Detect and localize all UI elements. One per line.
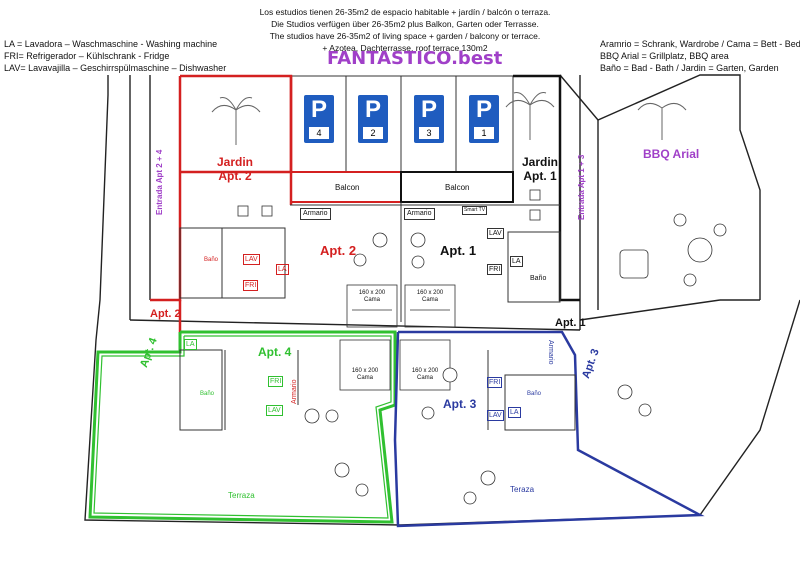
lav-apt4: LAV [266, 405, 283, 416]
entrada-apt24-label: Entrada Apt 2 + 4 [155, 149, 164, 215]
brand-title: FANTASTICO.best [327, 48, 503, 69]
fri-apt1: FRI [487, 264, 503, 275]
balcon-left-label: Balcon [335, 183, 360, 192]
armario-apt3-label: Armario [547, 340, 554, 365]
apt2-side-label: Apt. 2 [150, 308, 181, 320]
header-en: The studios have 26-35m2 of living space… [269, 31, 541, 41]
apt4-label: Apt. 4 [258, 345, 292, 359]
bed-apt2 [346, 284, 398, 328]
bed-word: Cama [356, 375, 373, 381]
apt2-outline [150, 74, 293, 332]
la-apt2: LA [276, 264, 289, 275]
header-es: Los estudios tienen 26-35m2 de espacio h… [259, 7, 551, 17]
bed-size: 160 x 200 [358, 290, 386, 296]
lav-apt1: LAV [487, 228, 504, 239]
bano-apt1: Baño [530, 275, 547, 282]
smart-tv-apt1-label: Smart TV [462, 206, 488, 215]
parking-number: 1 [474, 127, 494, 139]
jardin-apt2-line2: Apt. 2 [218, 169, 252, 183]
balcon-right-label: Balcon [445, 183, 470, 192]
la-apt4: LA [184, 339, 197, 350]
jardin-apt1-line2: Apt. 1 [523, 169, 557, 183]
legend-right-2: BBQ Arial = Grillplatz, BBQ area [600, 51, 729, 61]
bed-word: Cama [416, 375, 433, 381]
parking-letter: P [475, 96, 492, 123]
bed-apt1 [404, 284, 456, 328]
parking-spot-4: P 4 [304, 95, 334, 143]
apt1-outline [400, 74, 580, 302]
entrada-apt13-label: Entrada Apt 1 + 3 [577, 154, 586, 220]
la-apt1: LA [510, 256, 523, 267]
parking-spot-1: P 1 [469, 95, 499, 143]
terraza-apt4-label: Terraza [228, 491, 255, 500]
parking-letter: P [310, 96, 327, 123]
parking-spot-2: P 2 [358, 95, 388, 143]
legend-left-1: LA = Lavadora – Waschmaschine - Washing … [4, 39, 218, 49]
apt1-side-label: Apt. 1 [555, 317, 586, 329]
interior-walls [179, 202, 576, 431]
bed-size: 160 x 200 [416, 290, 444, 296]
la-apt3: LA [508, 407, 521, 418]
bed-apt4 [339, 339, 391, 391]
parking-number: 2 [363, 127, 383, 139]
bbq-label: BBQ Arial [643, 147, 700, 161]
bano-apt2: Baño [204, 257, 219, 263]
bed-apt1-label: 160 x 200 Cama [405, 290, 455, 304]
teraza-apt3-label: Teraza [510, 485, 535, 494]
legend-right-3: Baño = Bad - Bath / Jardin = Garten, Gar… [600, 63, 779, 73]
header-extra: + Azotea, Dachterrasse, roof terrace 130… [322, 43, 488, 53]
jardin-apt2-label: Jardin Apt. 2 [205, 155, 265, 183]
jardin-apt2-line1: Jardin [216, 155, 253, 169]
bed-apt2-label: 160 x 200 Cama [347, 290, 397, 304]
bano-apt4: Baño [200, 391, 215, 397]
lav-apt3: LAV [487, 410, 504, 421]
parking-letter: P [364, 96, 381, 123]
fri-apt4: FRI [268, 376, 284, 387]
parking-number: 3 [419, 127, 439, 139]
bano-apt3: Baño [527, 391, 542, 397]
legend-left-3: LAV= Lavavajilla – Geschirrspülmaschine … [4, 63, 227, 73]
bed-size: 160 x 200 [351, 368, 379, 374]
palm-tree-icon [211, 92, 687, 145]
jardin-apt1-line1: Jardin [521, 155, 558, 169]
bed-word: Cama [421, 297, 438, 303]
legend-left-2: FRI= Refrigerador – Kühlschrank - Fridge [4, 51, 170, 61]
building-outline [84, 74, 800, 526]
apt3-outline [393, 330, 705, 528]
parking-number: 4 [309, 127, 329, 139]
parking-spot-3: P 3 [414, 95, 444, 143]
header-de: Die Studios verfügen über 26-35m2 plus B… [271, 19, 539, 29]
jardin-apt1-label: Jardin Apt. 1 [510, 155, 570, 183]
armario-apt4-label: Armario [291, 379, 298, 404]
lav-apt2: LAV [243, 254, 260, 265]
apt1-label: Apt. 1 [440, 243, 477, 258]
bed-apt3-label: 160 x 200 Cama [400, 368, 450, 382]
apt2-label: Apt. 2 [320, 243, 357, 258]
fri-apt2: FRI [243, 280, 259, 291]
armario-apt2-label: Armario [300, 208, 331, 220]
bed-apt3 [399, 339, 451, 391]
legend-right-1: Aramrio = Schrank, Wardrobe / Cama = Bet… [600, 39, 800, 49]
bed-apt4-label: 160 x 200 Cama [340, 368, 390, 382]
parking-letter: P [420, 96, 437, 123]
fri-apt3: FRI [487, 377, 503, 388]
apt4-outline [88, 330, 397, 524]
furniture-icons [237, 189, 727, 505]
bed-word: Cama [363, 297, 380, 303]
apt4-outline-inner [93, 335, 392, 519]
apt3-label: Apt. 3 [443, 397, 477, 411]
armario-apt1-label: Armario [404, 208, 435, 220]
bed-size: 160 x 200 [411, 368, 439, 374]
